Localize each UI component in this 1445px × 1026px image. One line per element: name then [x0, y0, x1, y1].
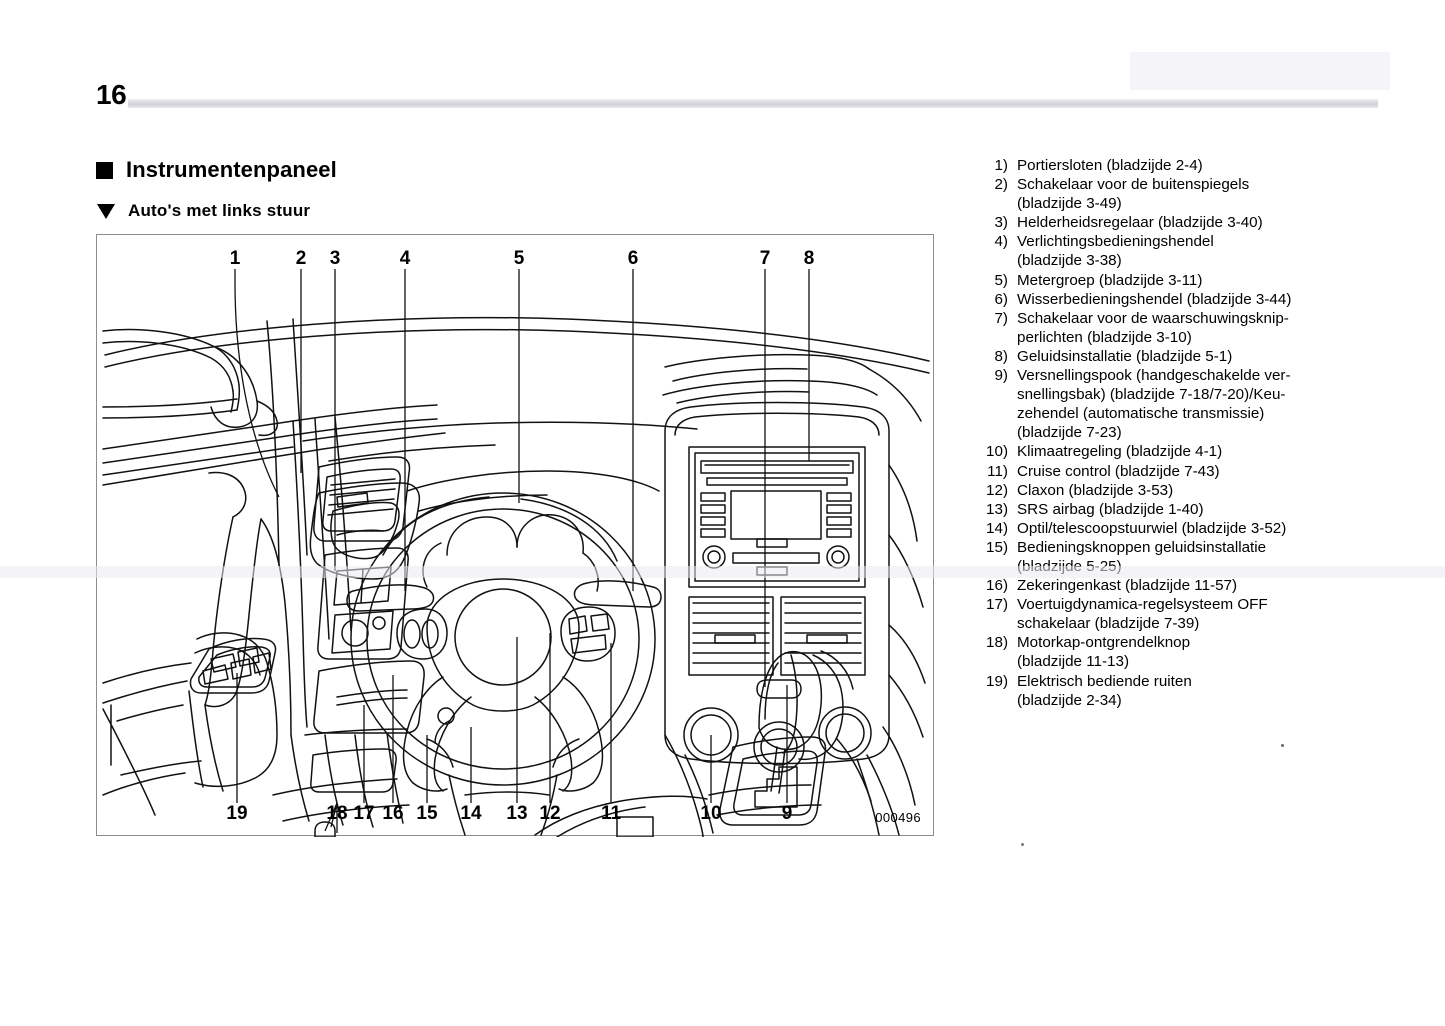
legend-number: 19)	[986, 672, 1008, 690]
subsection-heading: Auto's met links stuur	[97, 201, 310, 221]
legend-number: 12)	[986, 481, 1008, 499]
legend-number: 9)	[994, 367, 1008, 385]
page-number: 16	[96, 79, 127, 110]
legend-item-19: 19) Elektrisch bediende ruiten (bladzijd…	[979, 672, 1399, 710]
legend-number: 4)	[994, 233, 1008, 251]
callout-label: 6	[627, 248, 639, 269]
legend-number: 16)	[986, 577, 1008, 595]
legend-label: Verlichtingsbedieningshendel (bladzijde …	[1017, 233, 1214, 270]
legend-item-12: 12) Claxon (bladzijde 3-53)	[979, 481, 1399, 500]
header-rule	[128, 99, 1378, 108]
legend-label: Klimaatregeling (bladzijde 4-1)	[1017, 443, 1223, 461]
callout-label: 8	[803, 248, 815, 269]
legend-item-13: 13) SRS airbag (bladzijde 1-40)	[979, 500, 1399, 519]
legend-item-8: 8) Geluidsinstallatie (bladzijde 5-1)	[979, 347, 1399, 366]
legend-item-3: 3) Helderheidsregelaar (bladzijde 3-40)	[979, 213, 1399, 232]
callout-label: 9	[781, 803, 793, 824]
scan-speck	[1021, 843, 1024, 846]
legend-label: Wisserbedieningshendel (bladzijde 3-44)	[1017, 290, 1292, 308]
scan-speck	[1281, 744, 1284, 747]
legend-number: 3)	[994, 214, 1008, 232]
legend-label: Zekeringenkast (bladzijde 11-57)	[1017, 577, 1238, 595]
legend-number: 1)	[994, 157, 1008, 174]
legend-number: 18)	[986, 634, 1008, 652]
legend-label: Helderheidsregelaar (bladzijde 3-40)	[1017, 214, 1263, 232]
legend-list: 1) Portiersloten (bladzijde 2-4) 2) Scha…	[979, 156, 1399, 710]
callout-label: 1	[229, 248, 241, 269]
legend-label: SRS airbag (bladzijde 1-40)	[1017, 500, 1204, 518]
legend-item-14: 14) Optil/telescoopstuurwiel (bladzijde …	[979, 519, 1399, 538]
callout-label: 7	[759, 248, 771, 269]
callout-label: 13	[506, 803, 528, 824]
figure-id-code: 000496	[875, 810, 921, 825]
callout-label: 11	[600, 803, 622, 824]
legend-number: 13)	[986, 500, 1008, 518]
legend-item-9: 9) Versnellingspook (handgeschakelde ver…	[979, 366, 1399, 442]
legend-item-6: 6) Wisserbedieningshendel (bladzijde 3-4…	[979, 290, 1399, 309]
legend-item-5: 5) Metergroep (bladzijde 3-11)	[979, 271, 1399, 290]
legend-number: 11)	[987, 462, 1008, 480]
legend-number: 7)	[994, 309, 1008, 327]
legend-item-16: 16) Zekeringenkast (bladzijde 11-57)	[979, 576, 1399, 595]
square-bullet-icon	[96, 161, 113, 179]
legend-item-18: 18) Motorkap-ontgrendelknop (bladzijde 1…	[979, 633, 1399, 671]
callout-label: 4	[399, 248, 411, 269]
legend-label: Bedieningsknoppen geluidsinstallatie (bl…	[1017, 538, 1267, 575]
callout-label: 18	[326, 803, 348, 824]
legend-label: Versnellingspook (handgeschakelde ver- s…	[1017, 367, 1291, 442]
legend-number: 15)	[986, 538, 1008, 556]
callout-label: 5	[513, 248, 525, 269]
legend-label: Metergroep (bladzijde 3-11)	[1017, 271, 1203, 289]
legend-label: Schakelaar voor de waarschuwingsknip- pe…	[1017, 309, 1289, 346]
legend-number: 2)	[994, 176, 1008, 194]
legend-item-7: 7) Schakelaar voor de waarschuwingsknip-…	[979, 309, 1399, 347]
legend-item-10: 10) Klimaatregeling (bladzijde 4-1)	[979, 442, 1399, 461]
legend-label: Claxon (bladzijde 3-53)	[1017, 481, 1174, 499]
legend-number: 6)	[994, 290, 1008, 308]
legend-item-1: 1) Portiersloten (bladzijde 2-4)	[979, 156, 1399, 175]
legend-number: 17)	[986, 596, 1008, 614]
legend-item-11: 11) Cruise control (bladzijde 7-43)	[979, 462, 1399, 481]
callout-label: 15	[416, 803, 438, 824]
legend-number: 14)	[986, 519, 1008, 537]
legend-label: Voertuigdynamica-regelsysteem OFF schake…	[1017, 596, 1268, 633]
callout-label: 10	[700, 803, 722, 824]
callout-label: 3	[329, 248, 341, 269]
legend-item-17: 17) Voertuigdynamica-regelsysteem OFF sc…	[979, 595, 1399, 633]
legend-number: 10)	[986, 443, 1008, 461]
subsection-title: Auto's met links stuur	[128, 201, 311, 220]
legend-number: 8)	[994, 347, 1008, 365]
callout-label: 19	[226, 803, 248, 824]
legend-label: Schakelaar voor de buitenspiegels (bladz…	[1017, 176, 1250, 213]
triangle-bullet-icon	[97, 203, 115, 219]
section-heading: Instrumentenpaneel	[96, 157, 337, 183]
legend-label: Elektrisch bediende ruiten (bladzijde 2-…	[1017, 672, 1192, 709]
callout-label: 17	[353, 803, 375, 824]
callout-label: 12	[539, 803, 561, 824]
legend-label: Motorkap-ontgrendelknop (bladzijde 11-13…	[1017, 634, 1191, 671]
legend-label: Portiersloten (bladzijde 2-4)	[1017, 157, 1203, 174]
legend-label: Cruise control (bladzijde 7-43)	[1017, 462, 1220, 480]
legend-number: 5)	[994, 271, 1008, 289]
callout-label: 2	[295, 248, 307, 269]
figure-dashboard-illustration: 1 2 3 4 5 6 7 8 19 18 17 16 15 14 13 12 …	[96, 234, 934, 837]
page-header: 16	[0, 78, 1445, 118]
legend-item-4: 4) Verlichtingsbedieningshendel (bladzij…	[979, 232, 1399, 270]
legend-item-2: 2) Schakelaar voor de buitenspiegels (bl…	[979, 175, 1399, 213]
callout-label: 14	[460, 803, 482, 824]
callout-label: 16	[382, 803, 404, 824]
legend-label: Geluidsinstallatie (bladzijde 5-1)	[1017, 347, 1233, 365]
legend-item-15: 15) Bedieningsknoppen geluidsinstallatie…	[979, 538, 1399, 576]
dashboard-line-drawing	[102, 269, 930, 837]
legend-label: Optil/telescoopstuurwiel (bladzijde 3-52…	[1017, 519, 1287, 537]
section-title: Instrumentenpaneel	[126, 157, 337, 182]
